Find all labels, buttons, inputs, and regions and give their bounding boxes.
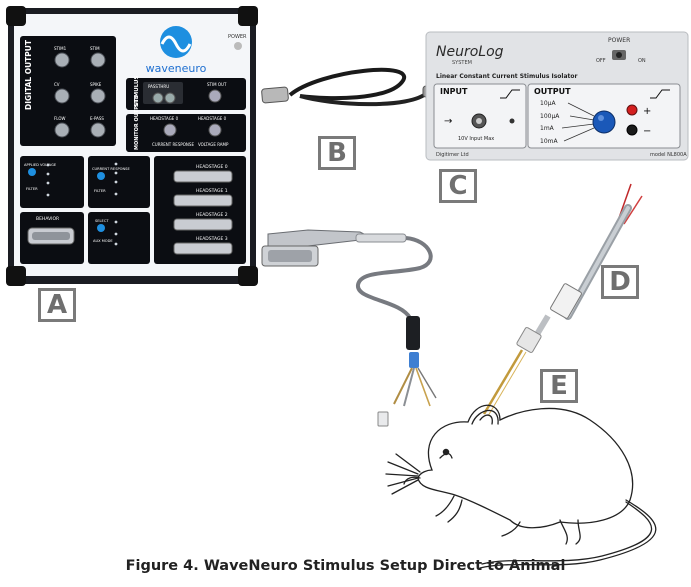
behavior-connector xyxy=(27,227,75,245)
range-knob[interactable] xyxy=(592,110,616,134)
bnc-port[interactable] xyxy=(90,122,106,138)
label-c: C xyxy=(439,169,477,203)
current-response-button[interactable] xyxy=(97,172,105,180)
positive-terminal[interactable] xyxy=(626,104,638,116)
headstage-connector[interactable] xyxy=(173,218,233,231)
svg-text:10µA: 10µA xyxy=(540,100,556,107)
headstage-label: HEADSTAGE 1 xyxy=(196,188,228,194)
figure-caption: Figure 4. WaveNeuro Stimulus Setup Direc… xyxy=(125,558,566,574)
bnc-cable xyxy=(261,67,442,107)
svg-text:model NL800A: model NL800A xyxy=(650,152,687,158)
svg-text:100µA: 100µA xyxy=(540,113,560,120)
svg-text:OUTPUT: OUTPUT xyxy=(534,87,571,96)
headstage-connector[interactable] xyxy=(173,242,233,255)
svg-text:→: → xyxy=(444,116,452,127)
svg-text:+: + xyxy=(643,106,651,117)
stim-port-label: STIM OUT xyxy=(207,82,227,87)
stimulus-ports: PASSTHRU STIM OUT xyxy=(143,82,227,104)
label-d: D xyxy=(601,265,639,299)
bnc-port-label: STIM xyxy=(90,46,100,51)
monitor-outputs-label: MONITOR OUTPUTS xyxy=(134,95,140,150)
bnc-port-label: STIM1 xyxy=(54,46,67,51)
stim-port-label: PASSTHRU xyxy=(148,84,169,89)
label-e: E xyxy=(540,369,578,403)
headstage-label: HEADSTAGE 2 xyxy=(196,212,228,218)
stimulus-label: STIMULUS xyxy=(134,76,140,107)
neurolog-brand: NeuroLog xyxy=(436,44,504,60)
svg-text:1mA: 1mA xyxy=(540,125,555,132)
headstage-connectors: HEADSTAGE 0 HEADSTAGE 1 HEADSTAGE 2 HEADSTA… xyxy=(173,164,233,255)
bnc-port[interactable] xyxy=(90,52,106,68)
power-led xyxy=(234,42,242,50)
svg-text:−: − xyxy=(643,126,651,137)
svg-text:FILTER: FILTER xyxy=(94,189,106,193)
svg-text:HEADSTAGE 0: HEADSTAGE 0 xyxy=(198,116,227,121)
headstage-connector[interactable] xyxy=(173,194,233,207)
bnc-port[interactable] xyxy=(90,88,106,104)
svg-text:10mA: 10mA xyxy=(540,138,558,145)
waveneuro-logo: waveneuro xyxy=(146,26,207,75)
bnc-port-label: CV xyxy=(54,82,60,87)
digital-output-label: DIGITAL OUTPUT xyxy=(24,39,33,110)
bnc-port[interactable] xyxy=(54,52,70,68)
label-b: B xyxy=(318,136,356,170)
neurolog-stimulus-isolator: NeuroLog SYSTEM POWER OFF ON Linear Cons… xyxy=(425,31,689,161)
svg-text:INPUT: INPUT xyxy=(440,87,468,96)
svg-text:10V Input Max: 10V Input Max xyxy=(458,136,494,142)
select-button[interactable] xyxy=(97,224,105,232)
power-label: POWER xyxy=(228,34,247,40)
applied-voltage-button[interactable] xyxy=(28,168,36,176)
svg-text:Linear Constant Current Stimul: Linear Constant Current Stimulus Isolato… xyxy=(436,73,578,80)
bnc-port-label: SPIKE xyxy=(90,82,102,87)
headstage-label: HEADSTAGE 3 xyxy=(196,236,228,242)
bipolar-electrode xyxy=(482,327,542,417)
svg-text:CURRENT RESPONSE: CURRENT RESPONSE xyxy=(152,142,194,147)
rat-illustration xyxy=(385,404,657,569)
svg-text:ON: ON xyxy=(638,58,646,64)
headstage-label: HEADSTAGE 0 xyxy=(196,164,228,170)
bnc-port[interactable] xyxy=(54,88,70,104)
monitor-ports: HEADSTAGE 0 HEADSTAGE 0 CURRENT RESPONSE… xyxy=(150,116,229,147)
logo-text: waveneuro xyxy=(146,62,207,75)
behavior-label: BEHAVIOR xyxy=(36,216,59,222)
headstage-connector[interactable] xyxy=(173,170,233,183)
svg-text:FILTER: FILTER xyxy=(26,187,38,191)
svg-text:APPLIED VOLTAGE: APPLIED VOLTAGE xyxy=(24,163,57,167)
svg-text:OFF: OFF xyxy=(596,58,606,64)
svg-text:AUX MODE: AUX MODE xyxy=(93,239,113,243)
svg-text:CURRENT RESPONSE: CURRENT RESPONSE xyxy=(92,167,130,171)
digital-output-ports: STIM1 STIM CV SPIKE FLOW E-PASS xyxy=(54,46,106,138)
bnc-port-label: E-PASS xyxy=(90,116,104,121)
label-a: A xyxy=(38,288,76,322)
headstage-cable xyxy=(261,229,437,427)
negative-terminal[interactable] xyxy=(626,124,638,136)
svg-text:SYSTEM: SYSTEM xyxy=(452,60,472,66)
bnc-port-label: FLOW xyxy=(54,116,66,121)
svg-text:Digitimer Ltd: Digitimer Ltd xyxy=(436,152,469,158)
svg-text:VOLTAGE RAMP: VOLTAGE RAMP xyxy=(198,142,229,147)
svg-text:SELECT: SELECT xyxy=(95,219,109,223)
bnc-port[interactable] xyxy=(54,122,70,138)
svg-text:HEADSTAGE 0: HEADSTAGE 0 xyxy=(150,116,179,121)
svg-text:POWER: POWER xyxy=(608,37,630,44)
